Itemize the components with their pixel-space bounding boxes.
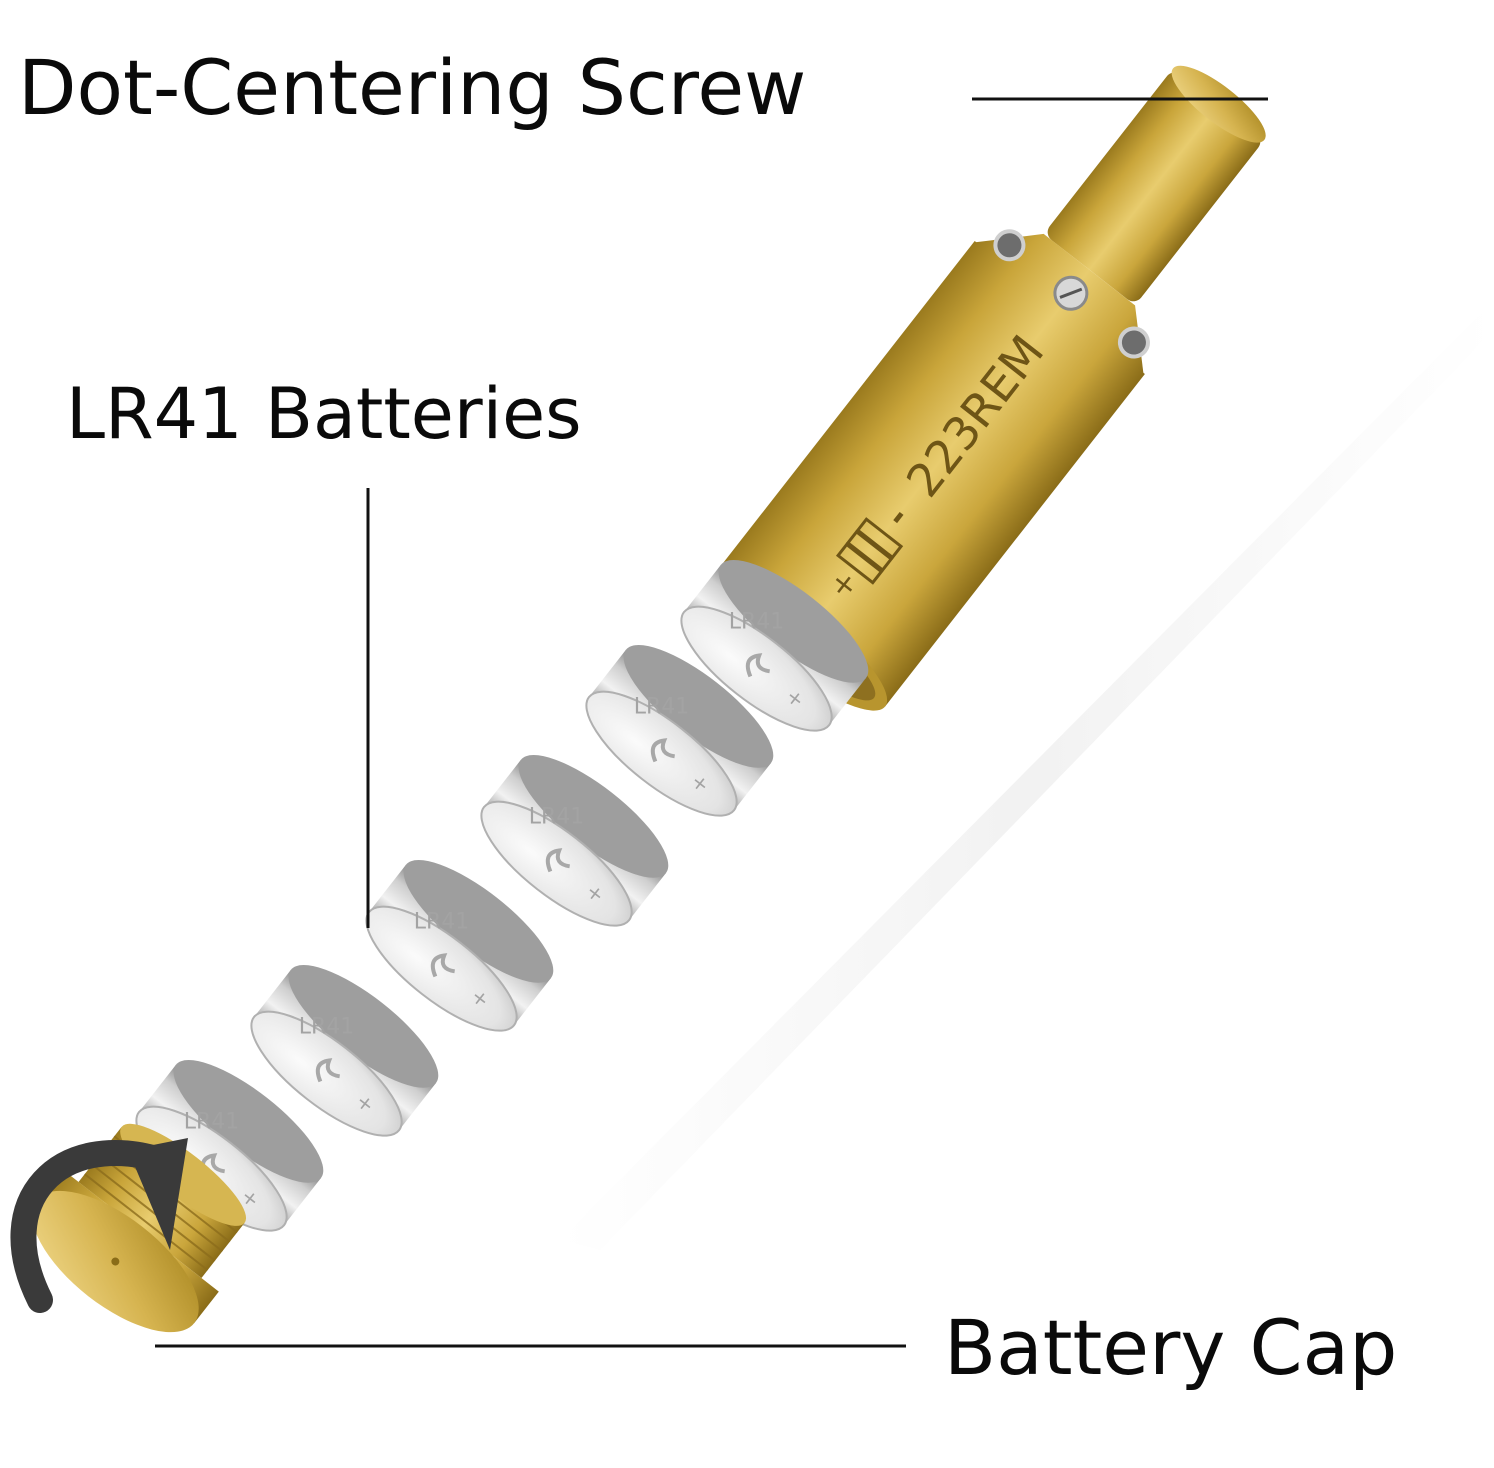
curved-arrow-head-icon: [128, 1138, 188, 1250]
battery-logo-icon: [650, 738, 676, 763]
boresight-tip: [1047, 72, 1261, 302]
lr41-battery: LR41+: [250, 964, 439, 1137]
lr41-battery: LR41+: [480, 754, 669, 927]
lr41-battery: LR41+: [585, 644, 774, 817]
battery-label: LR41: [414, 910, 470, 935]
battery-row: LR41+LR41+LR41+LR41+LR41+LR41+: [135, 559, 869, 1232]
curved-arrow-icon: [10, 1140, 173, 1313]
battery-label: LR41: [184, 1110, 240, 1135]
battery-stack-icon: [835, 517, 904, 585]
floor-reflection: [560, 300, 1494, 1250]
boresight-tip-face: [1171, 65, 1266, 143]
lr41-battery: LR41+: [680, 559, 869, 732]
lr41-battery: LR41+: [365, 859, 554, 1032]
battery-label: LR41: [729, 610, 785, 635]
callout-dot-centering-screw: Dot-Centering Screw: [18, 43, 807, 132]
callout-lr41-batteries: LR41 Batteries: [66, 373, 582, 455]
callout-battery-cap: Battery Cap: [944, 1303, 1398, 1392]
boresight-case: [714, 240, 1145, 707]
battery-label: LR41: [299, 1015, 355, 1040]
battery-label: LR41: [634, 695, 690, 720]
battery-logo-icon: [315, 1058, 341, 1083]
battery-logo-icon: [430, 953, 456, 978]
battery-logo-icon: [545, 848, 571, 873]
battery-label: LR41: [529, 805, 585, 830]
lr41-battery: LR41+: [135, 1059, 324, 1232]
dot-centering-screw-icon: [993, 229, 1026, 262]
adjust-screw-icon: [1117, 326, 1150, 359]
battery-logo-icon: [745, 653, 771, 678]
